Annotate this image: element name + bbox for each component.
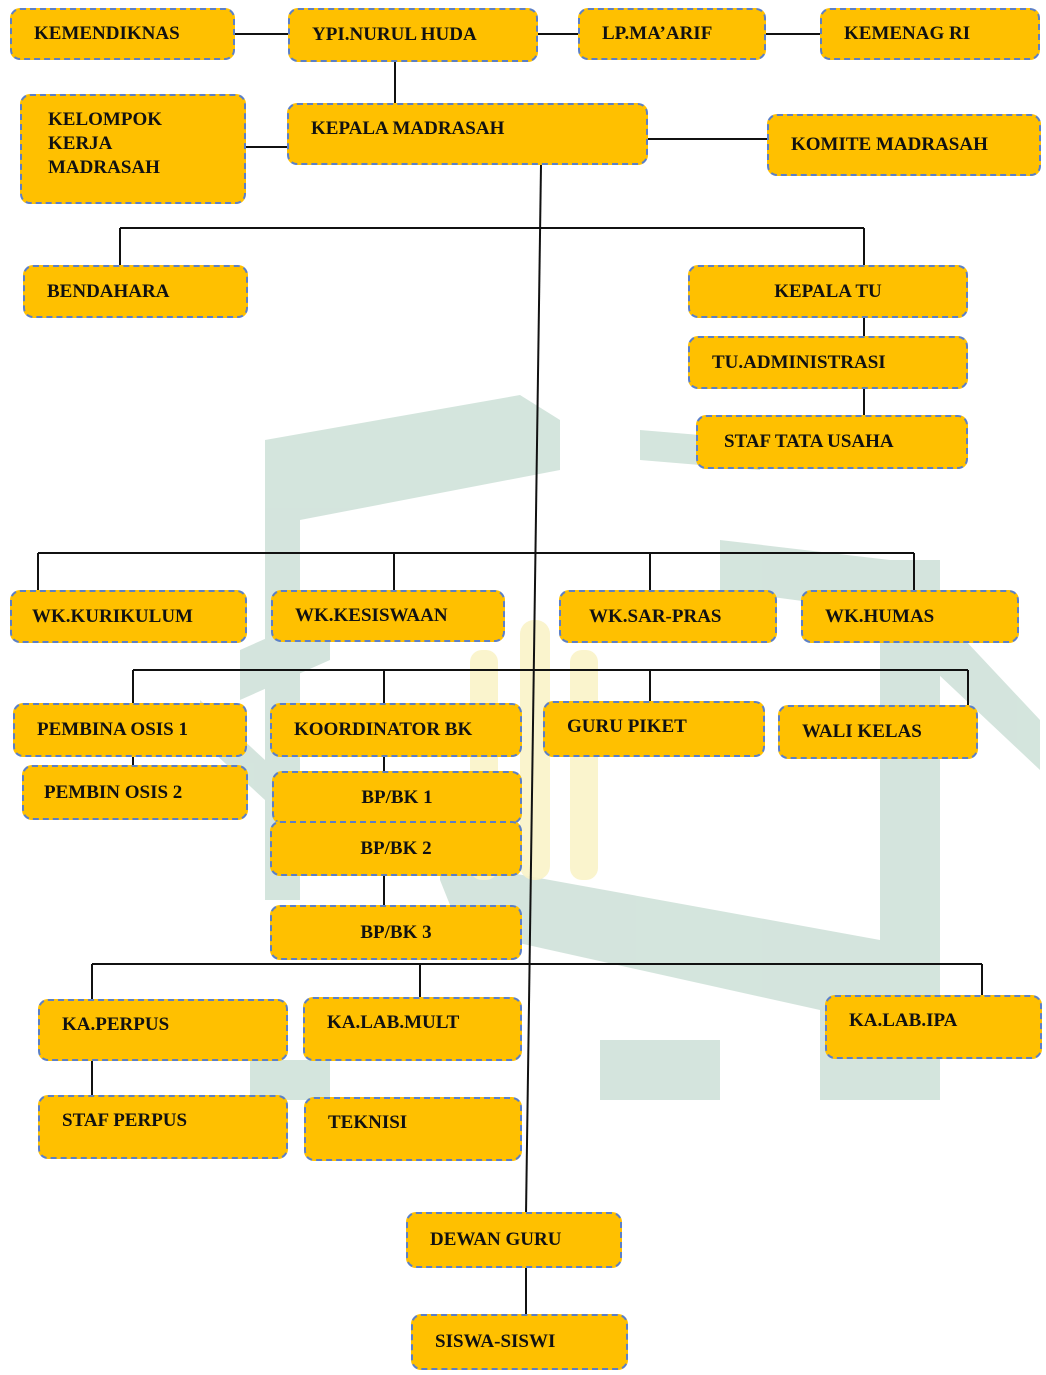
node-ypi-nurul-huda: YPI.NURUL HUDA (288, 8, 538, 62)
node-ka-lab-ipa: KA.LAB.IPA (825, 995, 1042, 1059)
node-koordinator-bk: KOORDINATOR BK (270, 703, 522, 757)
node-ka-perpus: KA.PERPUS (38, 999, 288, 1061)
node-bendahara: BENDAHARA (23, 265, 248, 318)
node-teknisi: TEKNISI (304, 1097, 522, 1161)
node-wali-kelas: WALI KELAS (778, 705, 978, 759)
node-bpbk-3: BP/BK 3 (270, 905, 522, 960)
node-lp-maarif: LP.MA’ARIF (578, 8, 766, 60)
node-wk-kesiswaan: WK.KESISWAAN (271, 590, 505, 642)
node-dewan-guru: DEWAN GURU (406, 1212, 622, 1268)
node-bpbk-2: BP/BK 2 (270, 821, 522, 876)
node-komite-madrasah: KOMITE MADRASAH (767, 114, 1041, 176)
node-pembina-osis-2: PEMBIN OSIS 2 (22, 765, 248, 820)
node-tu-administrasi: TU.ADMINISTRASI (688, 336, 968, 389)
node-staf-perpus: STAF PERPUS (38, 1095, 288, 1159)
node-bpbk-1: BP/BK 1 (272, 771, 522, 824)
node-wk-kurikulum: WK.KURIKULUM (10, 590, 247, 643)
node-kemendiknas: KEMENDIKNAS (10, 8, 235, 60)
node-wk-sar-pras: WK.SAR-PRAS (559, 590, 777, 643)
node-wk-humas: WK.HUMAS (801, 590, 1019, 643)
node-pembina-osis-1: PEMBINA OSIS 1 (13, 703, 247, 757)
node-staf-tata-usaha: STAF TATA USAHA (696, 415, 968, 469)
node-kepala-madrasah: KEPALA MADRASAH (287, 103, 648, 165)
node-ka-lab-mult: KA.LAB.MULT (303, 997, 522, 1061)
node-kemenag-ri: KEMENAG RI (820, 8, 1040, 60)
node-kelompok-kerja-madrasah: KELOMPOK KERJA MADRASAH (20, 94, 246, 204)
node-siswa-siswi: SISWA-SISWI (411, 1314, 628, 1370)
node-guru-piket: GURU PIKET (543, 701, 765, 757)
node-kepala-tu: KEPALA TU (688, 265, 968, 318)
